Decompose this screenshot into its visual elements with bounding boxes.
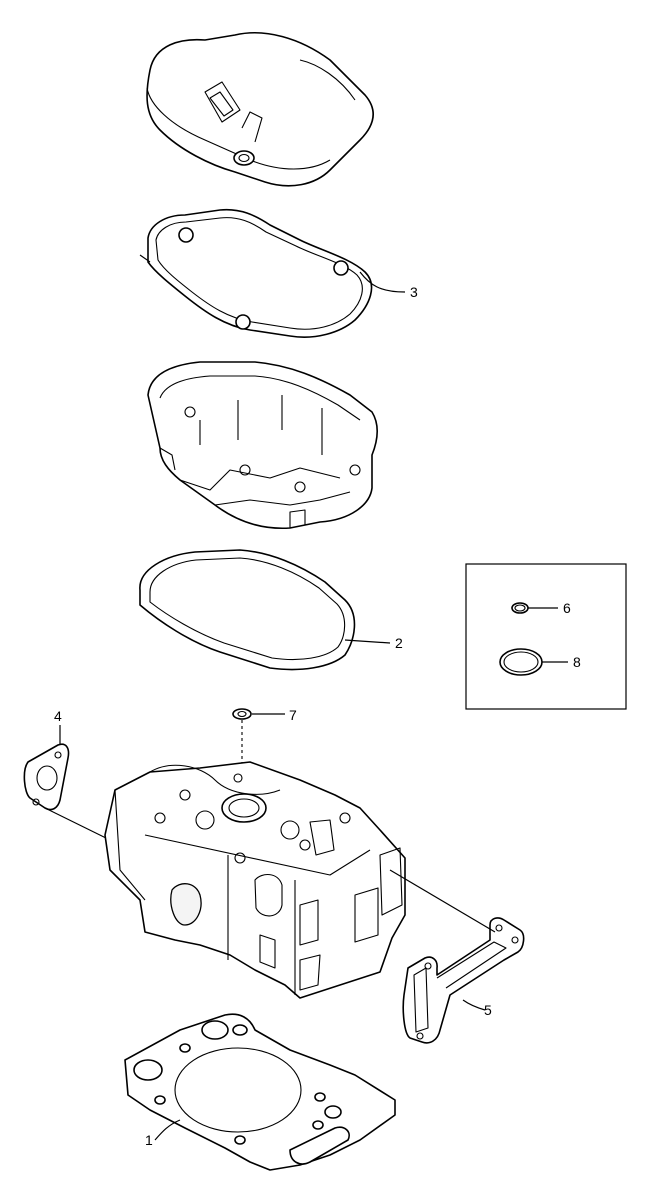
o-ring-small-icon[interactable]	[511, 602, 529, 614]
cylinder-head-icon[interactable]	[104, 761, 406, 999]
leader-2	[344, 639, 391, 644]
valve-cover-icon[interactable]	[146, 32, 374, 187]
callout-5: 5	[484, 1002, 492, 1018]
callout-2: 2	[395, 635, 403, 651]
manifold-gasket-icon[interactable]	[402, 917, 525, 1044]
washer-icon[interactable]	[232, 708, 252, 720]
callout-7: 7	[289, 707, 297, 723]
housing-gasket-icon[interactable]	[139, 549, 356, 671]
callout-1: 1	[145, 1132, 153, 1148]
callout-4: 4	[54, 708, 62, 724]
callout-6: 6	[563, 600, 571, 616]
manifold-guide-line	[389, 869, 496, 933]
flange-gasket-icon[interactable]	[23, 743, 70, 811]
leader-5	[462, 999, 486, 1011]
flange-guide-line	[44, 807, 111, 841]
head-gasket-icon[interactable]	[124, 1013, 396, 1171]
leader-1	[154, 1119, 181, 1141]
rocker-housing-icon[interactable]	[147, 361, 379, 530]
callout-3: 3	[410, 284, 418, 300]
o-ring-large-icon[interactable]	[499, 648, 543, 676]
callout-8: 8	[573, 654, 581, 670]
leader-3	[359, 271, 406, 293]
cover-gasket-icon[interactable]	[139, 208, 373, 338]
inset-box	[465, 563, 627, 710]
